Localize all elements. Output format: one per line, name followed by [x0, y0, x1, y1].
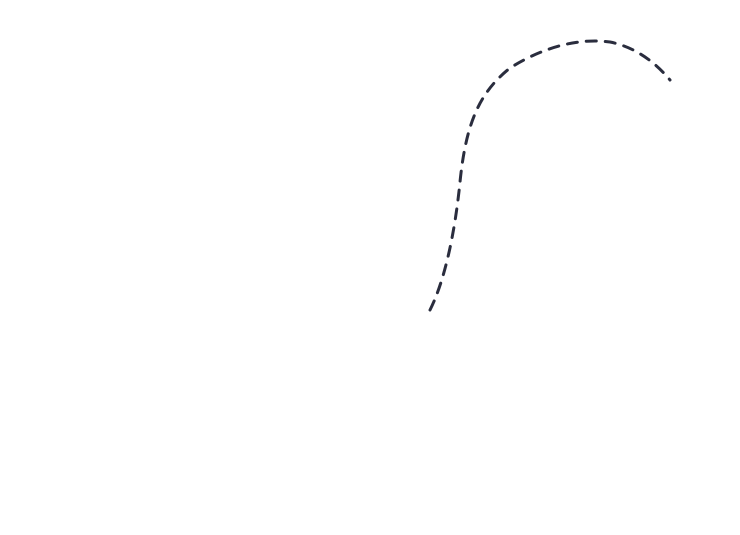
- dashed-curve: [428, 39, 672, 312]
